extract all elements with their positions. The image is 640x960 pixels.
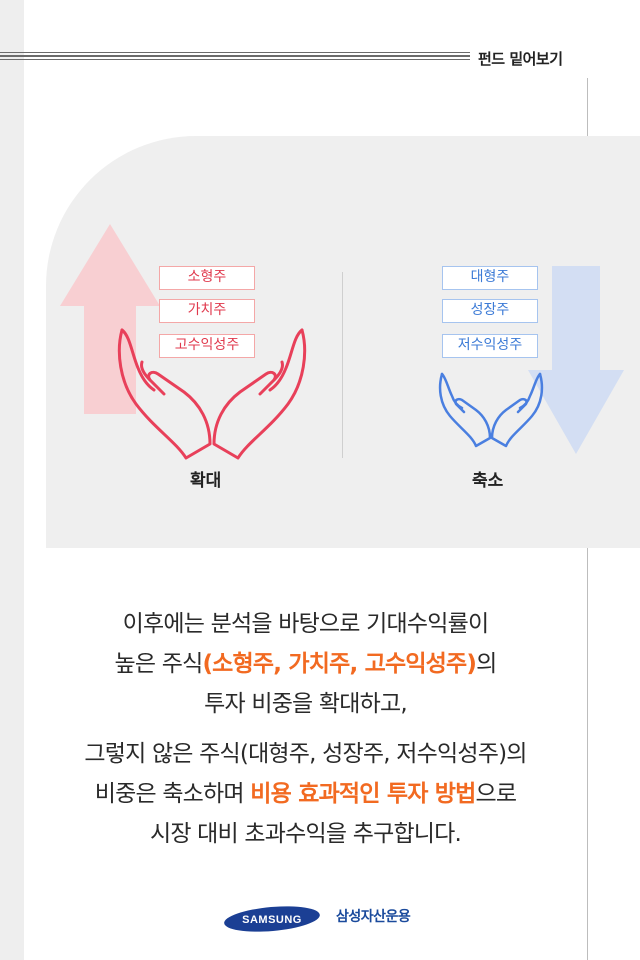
closing-hands-icon: [438, 372, 544, 448]
paragraph-shrink: 그렇지 않은 주식(대형주, 성장주, 저수익성주)의 비중은 축소하며 비용 …: [24, 734, 587, 854]
p2-line2: 비중은 축소하며 비용 효과적인 투자 방법으로: [94, 781, 517, 807]
header-title: 펀드 밑어보기: [478, 50, 563, 68]
left-margin-strip: [0, 0, 24, 960]
label-low-profitability: 저수익성주: [442, 334, 538, 358]
p2-line3: 시장 대비 초과수익을 추구합니다.: [149, 821, 462, 847]
p1-line2: 높은 주식(소형주, 가치주, 고수익성주)의: [114, 651, 497, 677]
label-high-profitability: 고수익성주: [159, 334, 255, 358]
p2-line1: 그렇지 않은 주식(대형주, 성장주, 저수익성주)의: [84, 741, 527, 767]
p1-highlight: (소형주, 가치주, 고수익성주): [202, 651, 477, 677]
open-hands-icon: [117, 328, 307, 460]
center-divider: [342, 272, 343, 458]
header-lines: [0, 52, 470, 62]
caption-shrink: 축소: [472, 471, 504, 491]
samsung-logo: SAMSUNG: [224, 906, 320, 932]
paragraph-expand: 이후에는 분석을 바탕으로 기대수익률이 높은 주식(소형주, 가치주, 고수익…: [24, 604, 587, 724]
up-arrow-icon: [60, 224, 160, 414]
label-large-cap: 대형주: [442, 266, 538, 290]
samsung-logo-text: SAMSUNG: [242, 914, 302, 926]
p1-line3: 투자 비중을 확대하고,: [204, 691, 408, 717]
p2-highlight: 비용 효과적인 투자 방법: [250, 781, 476, 807]
label-value-stock: 가치주: [159, 299, 255, 323]
caption-expand: 확대: [190, 471, 222, 491]
illustration-card: 소형주 가치주 고수익성주 대형주 성장주 저수익성주 확대 축소: [46, 136, 640, 548]
p1-line1: 이후에는 분석을 바탕으로 기대수익률이: [122, 611, 489, 637]
down-arrow-icon: [528, 266, 624, 454]
label-small-cap: 소형주: [159, 266, 255, 290]
company-name: 삼성자산운용: [336, 909, 411, 925]
label-growth-stock: 성장주: [442, 299, 538, 323]
